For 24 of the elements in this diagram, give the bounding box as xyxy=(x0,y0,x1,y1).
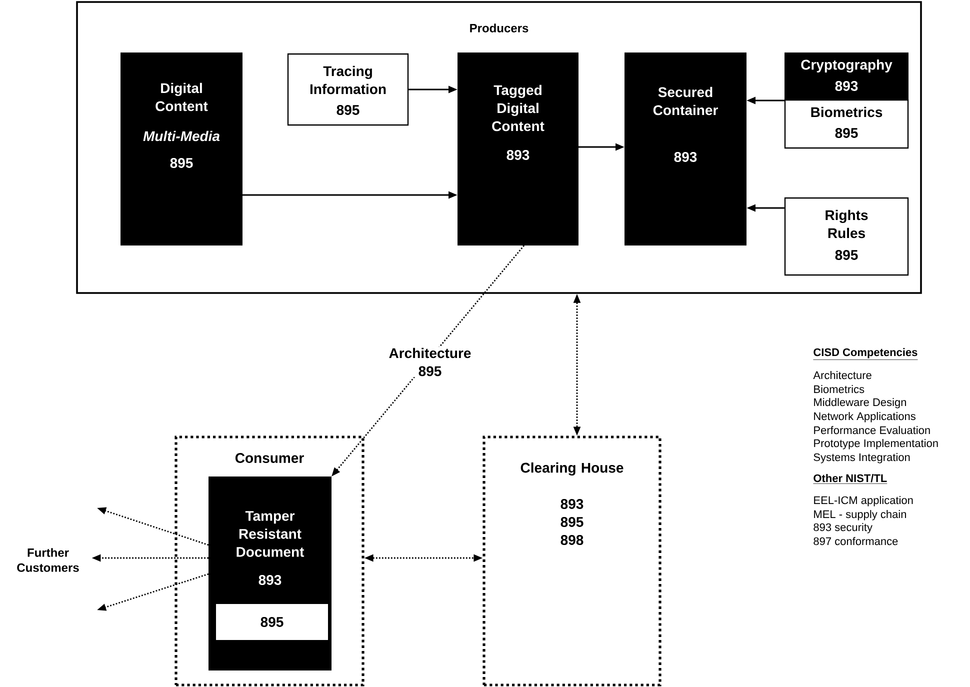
process-box: Secured Container 893 xyxy=(624,52,746,246)
number-box: 895 xyxy=(216,604,328,640)
list-heading: CISD Competencies xyxy=(813,348,918,360)
list-item: 893 security xyxy=(814,523,872,534)
list-item: Systems Integration xyxy=(814,453,910,464)
list-item: MEL - supply chain xyxy=(814,510,906,520)
list-item: EEL-ICM application xyxy=(814,496,913,506)
list-item: Middleware Design xyxy=(814,398,906,408)
list-item: Performance Evaluation xyxy=(814,426,930,434)
list-item: Prototype Implementation xyxy=(814,439,938,450)
process-box: Tracing Information 895 xyxy=(287,53,409,126)
list-item: Biometrics xyxy=(814,385,864,394)
list-item: Network Applications xyxy=(814,412,916,422)
bare-text: Further Customers xyxy=(17,548,79,572)
process-box: Cryptography 893 xyxy=(784,52,908,100)
process-box: Digital Content Multi-Media 895 xyxy=(120,52,242,246)
process-box: Rights Rules 895 xyxy=(784,197,909,276)
list-item: 897 conformance xyxy=(814,537,898,546)
list-heading: Other NIST/TL xyxy=(813,474,888,484)
group-frame: Clearing House 893 895 898 xyxy=(482,436,662,686)
process-box: Tagged Digital Content 893 xyxy=(458,52,578,246)
edge-label: Architecture 895 xyxy=(379,346,481,378)
list-item: Architecture xyxy=(813,371,872,380)
process-box: Biometrics 895 xyxy=(784,99,909,149)
